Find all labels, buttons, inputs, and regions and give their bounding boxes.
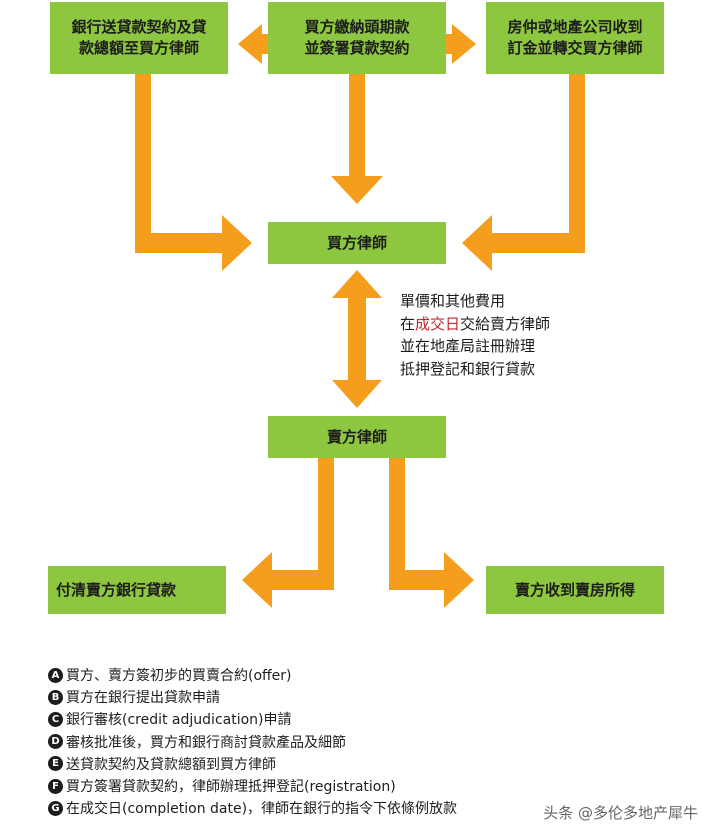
note-line-1: 單價和其他費用 bbox=[400, 292, 506, 310]
source-watermark: 头条 @多伦多地产犀牛 bbox=[543, 802, 698, 823]
badge-f-icon: F bbox=[48, 778, 63, 794]
arrow-to-payoff bbox=[242, 458, 334, 608]
legend-text: 買方在銀行提出貸款申請 bbox=[66, 690, 220, 707]
legend-text: 買方、賣方簽初步的買賣合約(offer) bbox=[66, 668, 292, 685]
badge-e-icon: E bbox=[48, 756, 63, 772]
legend-text: 銀行審核(credit adjudication)申請 bbox=[66, 712, 292, 729]
buyer-down-payment-box: 買方繳納頭期款 並簽署貸款契約 bbox=[268, 2, 446, 74]
note-line-2-suffix: 交給賣方律師 bbox=[460, 314, 551, 333]
arrow-lawyers-bidirectional bbox=[332, 270, 382, 408]
arrow-to-agent-box bbox=[446, 24, 476, 64]
badge-a-icon: A bbox=[48, 667, 63, 683]
legend-text: 在成交日(completion date)，律師在銀行的指令下依條例放款 bbox=[66, 801, 458, 818]
legend-text: 送貸款契約及貸款總額到買方律師 bbox=[66, 756, 276, 773]
legend-text: 審核批准後，買方和銀行商討貸款產品及細節 bbox=[66, 734, 346, 751]
completion-note: 單價和其他費用 在成交日交給賣方律師 並在地產局註冊辦理 抵押登記和銀行貸款 bbox=[400, 290, 550, 380]
badge-c-icon: C bbox=[48, 711, 63, 727]
bank-send-loan-box: 銀行送貸款契約及貸 款總額至買方律師 bbox=[50, 2, 228, 74]
legend-text: 買方簽署貸款契約，律師辦理抵押登記(registration) bbox=[66, 779, 396, 796]
payoff-seller-loan-box: 付清賣方銀行貸款 bbox=[48, 566, 226, 614]
arrow-agent-to-buyer-lawyer bbox=[462, 74, 585, 271]
badge-b-icon: B bbox=[48, 689, 63, 705]
buyer-lawyer-box: 買方律師 bbox=[268, 222, 446, 264]
badge-d-icon: D bbox=[48, 734, 63, 750]
completion-day-highlight: 成交日 bbox=[415, 314, 461, 333]
arrow-bank-to-buyer-lawyer bbox=[135, 74, 252, 271]
badge-g-icon: G bbox=[48, 800, 63, 816]
arrow-down-to-buyer-lawyer bbox=[331, 74, 383, 204]
agent-deposit-box: 房仲或地產公司收到 訂金並轉交買方律師 bbox=[486, 2, 664, 74]
arrow-to-bank-box bbox=[238, 24, 268, 64]
note-line-2: 在成交日交給賣方律師 bbox=[400, 313, 550, 336]
seller-proceeds-box: 賣方收到賣房所得 bbox=[486, 566, 664, 614]
arrow-to-proceeds bbox=[389, 458, 474, 608]
note-line-2-prefix: 在 bbox=[400, 314, 416, 333]
note-line-3: 並在地產局註冊辦理 bbox=[400, 337, 536, 355]
note-line-4: 抵押登記和銀行貸款 bbox=[400, 359, 536, 378]
seller-lawyer-box: 賣方律師 bbox=[268, 416, 446, 458]
